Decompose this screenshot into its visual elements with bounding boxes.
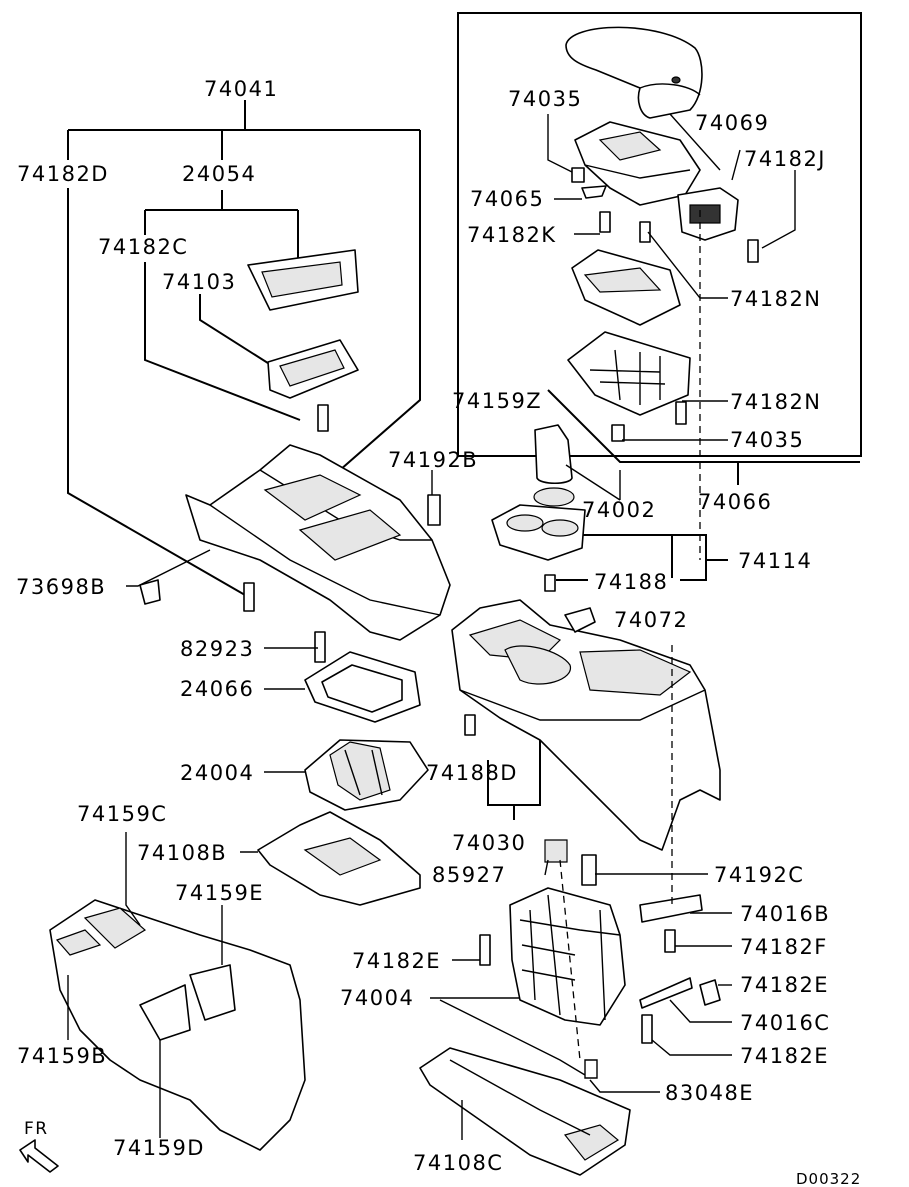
label-74041: 74041 [204, 77, 278, 101]
front-console [185, 249, 451, 641]
label-74069: 74069 [695, 111, 769, 135]
label-74182N-upper: 74182N [730, 287, 822, 311]
floor-carpet [49, 899, 306, 1151]
label-74035-top: 74035 [508, 87, 582, 111]
label-74108C: 74108C [413, 1151, 503, 1175]
front-direction-arrow-icon [19, 1139, 59, 1173]
reference-lines [559, 210, 701, 1061]
label-74114: 74114 [738, 549, 812, 573]
label-74182N-lower: 74182N [730, 390, 822, 414]
label-74159Z: 74159Z [452, 389, 542, 413]
label-74159E: 74159E [175, 881, 264, 905]
label-74182D: 74182D [17, 162, 109, 186]
label-24066: 24066 [180, 677, 254, 701]
armrest-base [567, 331, 691, 416]
carpet-panel-74108B [257, 811, 421, 906]
label-74065: 74065 [470, 187, 544, 211]
label-74182F: 74182F [740, 935, 828, 959]
armrest-upper-tray [574, 121, 701, 206]
shift-boot [304, 739, 429, 811]
label-74182C: 74182C [98, 235, 188, 259]
label-74035-bottom: 74035 [730, 428, 804, 452]
label-74159D: 74159D [113, 1136, 205, 1160]
label-74188: 74188 [594, 570, 668, 594]
label-74004: 74004 [340, 986, 414, 1010]
lower-tray [419, 1047, 631, 1176]
label-74066: 74066 [698, 490, 772, 514]
diagram-code: D00322 [796, 1170, 861, 1187]
label-82923: 82923 [180, 637, 254, 661]
leader-lines [67, 113, 796, 1140]
label-74192B: 74192B [388, 448, 478, 472]
label-74030: 74030 [452, 831, 526, 855]
label-83048E: 83048E [665, 1081, 754, 1105]
part-labels: 74041 74182D 24054 74182C 74103 74035 74… [16, 77, 861, 1187]
armrest-screws [571, 167, 759, 442]
label-74108B: 74108B [137, 841, 227, 865]
label-24004: 24004 [180, 761, 254, 785]
label-74016B: 74016B [740, 902, 830, 926]
label-73698B: 73698B [16, 575, 106, 599]
label-24054: 24054 [182, 162, 256, 186]
label-74103: 74103 [162, 270, 236, 294]
label-74159B: 74159B [17, 1044, 107, 1068]
label-74072: 74072 [614, 608, 688, 632]
armrest-bin [571, 249, 681, 326]
armrest-latch [677, 187, 739, 241]
shift-boot-ring [304, 651, 421, 723]
label-74188D: 74188D [426, 761, 518, 785]
armrest-group-box [457, 12, 862, 457]
label-74182J: 74182J [744, 147, 826, 171]
label-74182K: 74182K [467, 223, 557, 247]
lower-bracket-box [439, 839, 721, 1079]
label-74182E-left: 74182E [352, 949, 441, 973]
direction-label: FR [24, 1119, 49, 1139]
label-74002: 74002 [582, 498, 656, 522]
label-74182E-right: 74182E [740, 973, 829, 997]
cup-holder [491, 424, 586, 592]
label-74159C: 74159C [77, 802, 167, 826]
console-screws-left [139, 404, 441, 663]
label-74182E-bottom: 74182E [740, 1044, 829, 1068]
label-85927: 85927 [432, 863, 506, 887]
label-74192C: 74192C [714, 863, 804, 887]
bracket-lines [67, 100, 860, 820]
armrest-lid [565, 26, 703, 119]
rear-console [451, 599, 721, 851]
label-74016C: 74016C [740, 1011, 830, 1035]
